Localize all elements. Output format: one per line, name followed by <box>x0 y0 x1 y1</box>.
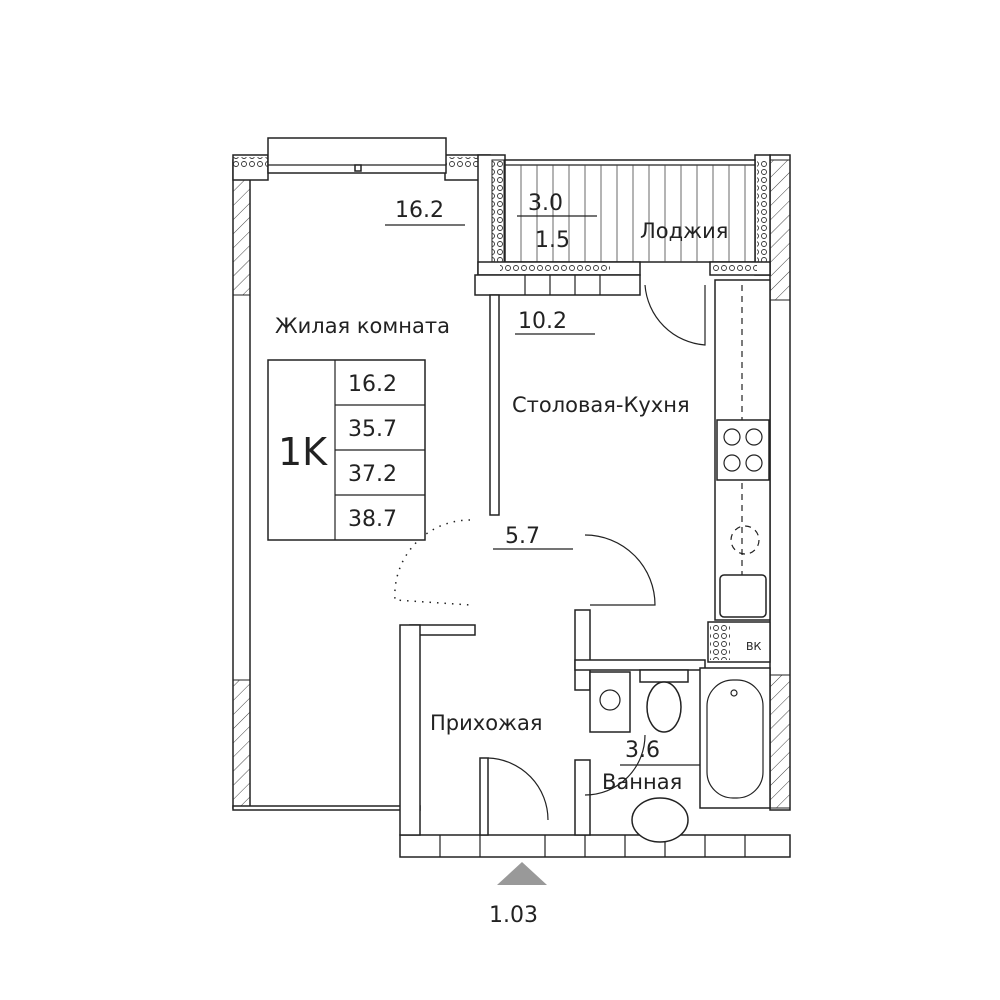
summary-living-area: 16.2 <box>348 372 397 397</box>
apartment-type: 1K <box>278 430 328 474</box>
stove-icon <box>716 419 770 481</box>
exterior-walls <box>232 154 791 858</box>
loggia <box>474 159 771 296</box>
kitchen-area-label: 10.2 <box>518 309 567 334</box>
area-summary-table <box>267 359 426 541</box>
bathroom-fittings <box>589 667 771 843</box>
loggia-label: Лоджия <box>640 219 728 243</box>
loggia-area-reduced: 1.5 <box>535 228 570 253</box>
window-living <box>267 137 447 174</box>
entrance-marker: 1.03 <box>489 903 538 928</box>
fridge-icon <box>730 525 760 555</box>
entrance-arrow-icon <box>497 862 547 885</box>
hall-label: Прихожая <box>430 711 542 735</box>
hall-area-label: 5.7 <box>505 524 540 549</box>
kitchen-fittings <box>707 279 771 663</box>
interior-walls <box>399 294 706 836</box>
washer-icon <box>589 671 631 733</box>
living-area-label: 16.2 <box>395 198 444 223</box>
loggia-area-total: 3.0 <box>528 191 563 216</box>
bath-label: Ванная <box>602 770 682 794</box>
living-label: Жилая комната <box>275 314 450 338</box>
summary-area-reduced-loggia: 37.2 <box>348 462 397 487</box>
summary-total-area: 35.7 <box>348 417 397 442</box>
bathtub-icon <box>699 667 771 809</box>
toilet-icon <box>639 669 689 683</box>
doors <box>394 284 706 821</box>
shaft-label: ВК <box>746 640 762 653</box>
washbasin-icon <box>631 797 689 843</box>
sink-icon <box>719 574 767 618</box>
summary-area-with-loggia: 38.7 <box>348 507 397 532</box>
kitchen-label: Столовая-Кухня <box>512 393 690 417</box>
bath-area-label: 3.6 <box>625 738 660 763</box>
